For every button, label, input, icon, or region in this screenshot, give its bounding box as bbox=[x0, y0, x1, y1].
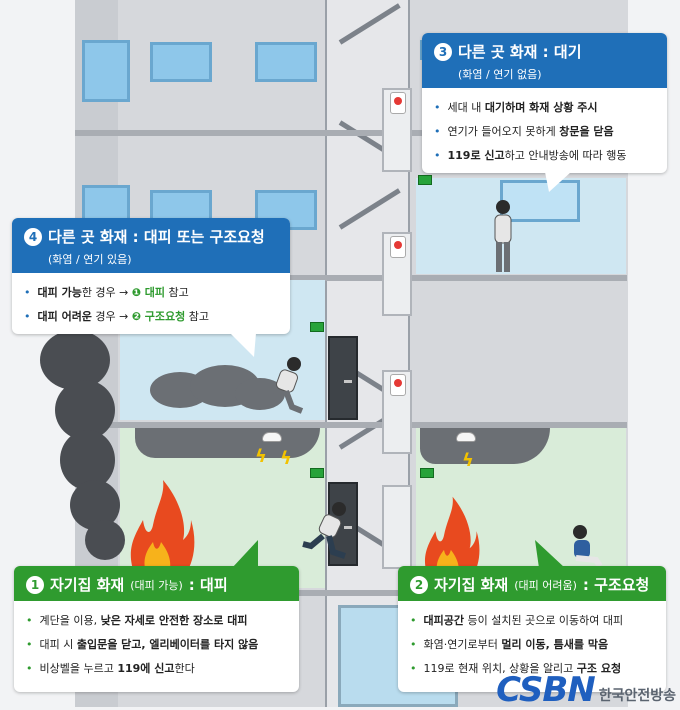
smoke bbox=[85, 520, 125, 560]
card-own-fire-evacuate: 1 자기집 화재 (대피 가능) : 대피 계단을 이용, 낮은 자세로 안전한… bbox=[14, 566, 299, 692]
list-item: 119로 현재 위치, 상황을 알리고 구조 요청 bbox=[410, 657, 656, 681]
card-own-fire-evacuate-list: 계단을 이용, 낮은 자세로 안전한 장소로 대피 대피 시 출입문을 닫고, … bbox=[14, 601, 299, 689]
list-item: 119로 신고하고 안내방송에 따라 행동 bbox=[434, 144, 657, 168]
card-number-badge: 2 bbox=[410, 575, 428, 594]
smoke-ceiling bbox=[135, 428, 320, 458]
alarm-bolt-icon: ϟ bbox=[280, 448, 292, 469]
exit-sign bbox=[420, 468, 434, 478]
list-item: 연기가 들어오지 못하게 창문을 닫음 bbox=[434, 120, 657, 144]
person-sheltering bbox=[573, 525, 603, 568]
card-wait: 3 다른 곳 화재 : 대기 (화염 / 연기 없음) 세대 내 대기하며 화재… bbox=[422, 33, 667, 173]
exit-sign bbox=[310, 322, 324, 332]
fire-flame bbox=[130, 480, 195, 575]
person-escaping bbox=[260, 357, 304, 414]
logo-mark: CSBN bbox=[496, 670, 596, 710]
list-item: 계단을 이용, 낮은 자세로 안전한 장소로 대피 bbox=[26, 609, 289, 633]
smoke-ceiling bbox=[420, 428, 550, 464]
card-evacuate-or-rescue-title: 4 다른 곳 화재 : 대피 또는 구조요청 bbox=[24, 226, 278, 247]
exit-sign bbox=[310, 468, 324, 478]
card-wait-condition: (화염 / 연기 없음) bbox=[458, 68, 542, 81]
door bbox=[382, 485, 412, 569]
card-own-fire-rescue-pointer bbox=[535, 540, 565, 568]
card-evacuate-or-rescue-condition: (화염 / 연기 있음) bbox=[48, 253, 132, 266]
person-escaping bbox=[302, 502, 346, 559]
card-evacuate-or-rescue-pointer bbox=[230, 333, 256, 357]
list-item: 대피 가능한 경우 → ❶ 대피 참고 bbox=[24, 281, 280, 305]
alarm-bolt-icon: ϟ bbox=[255, 446, 267, 467]
floor-slab bbox=[75, 275, 627, 281]
list-item: 대피 어려운 경우 → ❷ 구조요청 참고 bbox=[24, 305, 280, 329]
card-evacuate-or-rescue-list: 대피 가능한 경우 → ❶ 대피 참고 대피 어려운 경우 → ❷ 구조요청 참… bbox=[12, 273, 290, 334]
window bbox=[150, 42, 212, 82]
card-evacuate-or-rescue: 4 다른 곳 화재 : 대피 또는 구조요청 (화염 / 연기 있음) 대피 가… bbox=[12, 218, 290, 334]
list-item: 대피공간 등이 설치된 곳으로 이동하여 대피 bbox=[410, 609, 656, 633]
smoke-detector bbox=[456, 432, 476, 442]
card-own-fire-evacuate-pointer bbox=[232, 540, 258, 568]
card-wait-pointer bbox=[545, 172, 571, 192]
floor-slab bbox=[75, 130, 627, 136]
list-item: 대피 시 출입문을 닫고, 엘리베이터를 타지 않음 bbox=[26, 633, 289, 657]
card-number-badge: 1 bbox=[26, 575, 44, 594]
list-item: 화염·연기로부터 멀리 이동, 틈새를 막음 bbox=[410, 633, 656, 657]
door bbox=[328, 336, 358, 420]
floor-slab bbox=[75, 590, 627, 596]
card-own-fire-rescue: 2 자기집 화재 (대피 어려움) : 구조요청 대피공간 등이 설치된 곳으로… bbox=[398, 566, 666, 692]
card-number-badge: 3 bbox=[434, 42, 452, 61]
card-number-badge: 4 bbox=[24, 227, 42, 246]
card-own-fire-rescue-list: 대피공간 등이 설치된 곳으로 이동하여 대피 화염·연기로부터 멀리 이동, … bbox=[398, 601, 666, 689]
card-wait-title: 3 다른 곳 화재 : 대기 bbox=[434, 41, 655, 62]
card-own-fire-rescue-title: 2 자기집 화재 (대피 어려움) : 구조요청 bbox=[410, 574, 654, 595]
floor-slab bbox=[75, 422, 627, 428]
list-item: 비상벨을 누르고 119에 신고한다 bbox=[26, 657, 289, 681]
room-window bbox=[500, 180, 580, 222]
card-own-fire-evacuate-title: 1 자기집 화재 (대피 가능) : 대피 bbox=[26, 574, 287, 595]
exit-sign bbox=[418, 175, 432, 185]
window bbox=[82, 40, 130, 102]
smoke-detector bbox=[262, 432, 282, 442]
door bbox=[382, 232, 412, 316]
person-waiting bbox=[494, 200, 512, 272]
fire-alarm bbox=[390, 92, 406, 114]
smoke bbox=[40, 330, 110, 390]
list-item: 세대 내 대기하며 화재 상황 주시 bbox=[434, 96, 657, 120]
fire-alarm bbox=[390, 374, 406, 396]
logo-name: 한국안전방송 bbox=[598, 688, 676, 704]
broadcaster-logo: CSBN 한국안전방송 bbox=[496, 673, 676, 707]
window bbox=[255, 42, 317, 82]
fire-alarm bbox=[390, 236, 406, 258]
alarm-bolt-icon: ϟ bbox=[462, 450, 474, 471]
card-wait-list: 세대 내 대기하며 화재 상황 주시 연기가 들어오지 못하게 창문을 닫음 1… bbox=[422, 88, 667, 173]
